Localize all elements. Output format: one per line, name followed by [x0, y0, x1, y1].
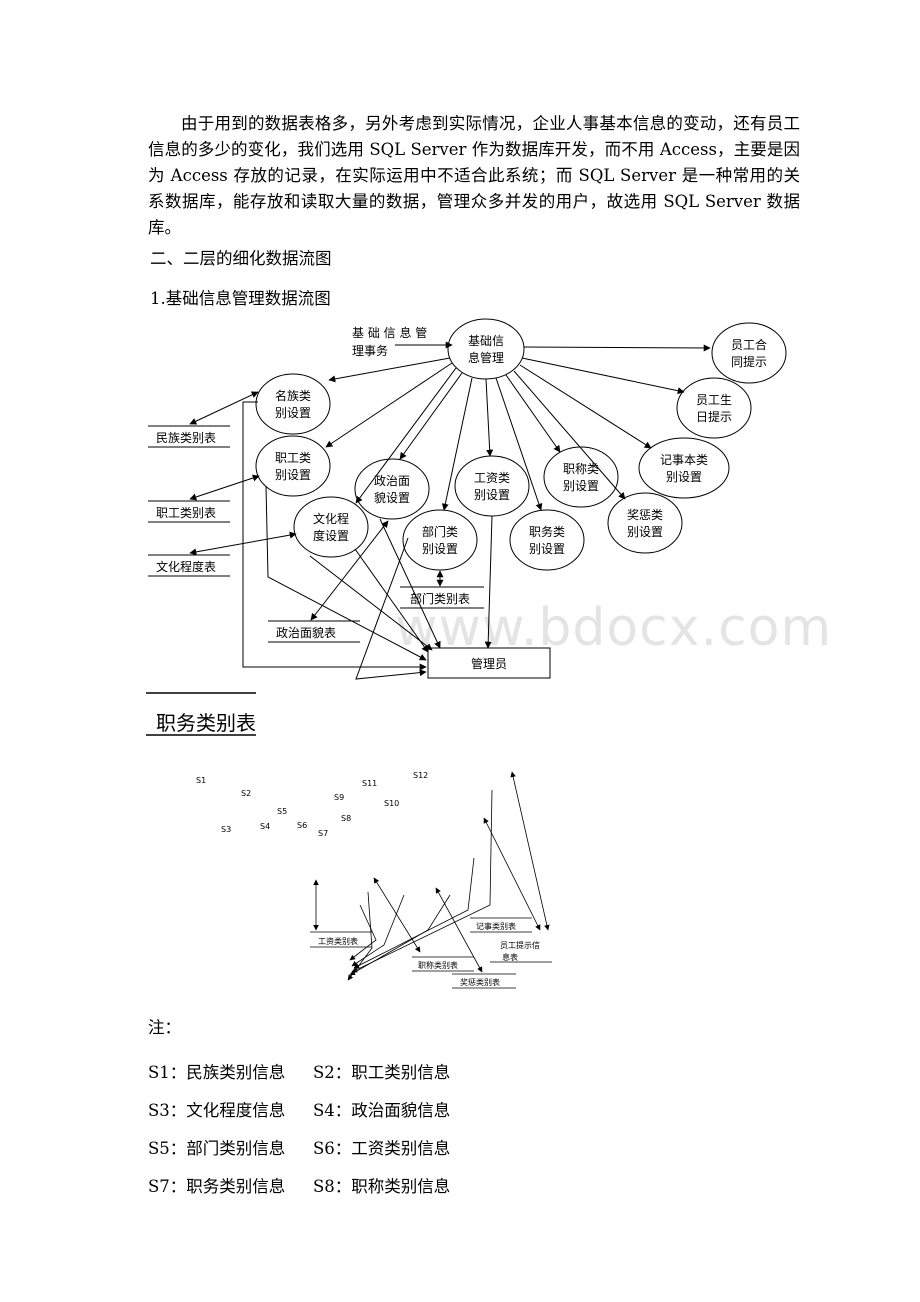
- center-process: [447, 318, 525, 380]
- node-label: 别设置: [529, 542, 565, 556]
- node-label: 政治面: [374, 474, 410, 488]
- center-label-2: 息管理: [468, 350, 504, 365]
- node-label: 别设置: [627, 525, 663, 539]
- notes-section: 注： S1：民族类别信息 S2：职工类别信息 S3：文化程度信息 S4：政治面貌…: [148, 1014, 478, 1204]
- note-item: S7：职务类别信息: [148, 1177, 286, 1196]
- store-label-lower: 员工提示信: [500, 940, 540, 950]
- node-label: 别设置: [666, 470, 702, 484]
- admin-label: 管理员: [471, 656, 507, 671]
- notes-row: S3：文化程度信息 S4：政治面貌信息: [148, 1090, 478, 1128]
- node-label: 别设置: [275, 468, 311, 482]
- flow-label: S3: [221, 825, 231, 834]
- node-label: 文化程: [313, 511, 349, 526]
- node-label: 同提示: [731, 354, 767, 369]
- node-birthday-tip: [676, 377, 752, 439]
- node-label: 记事本类: [660, 453, 708, 467]
- store-label: 文化程度表: [156, 559, 216, 574]
- note-item: S1：民族类别信息: [148, 1063, 286, 1082]
- flow-label: S7: [318, 829, 328, 838]
- note-item: S3：文化程度信息: [148, 1101, 286, 1120]
- store-label: 部门类别表: [410, 591, 470, 606]
- flow-label: S1: [196, 776, 206, 785]
- node-education-setting: [293, 496, 369, 558]
- diagram-basic-info: [148, 318, 787, 680]
- node-label: 别设置: [422, 542, 458, 556]
- intro-paragraph: 由于用到的数据表格多，另外考虑到实际情况，企业人事基本信息的变动，还有员工信息的…: [148, 114, 800, 237]
- notes-row: S5：部门类别信息 S6：工资类别信息: [148, 1128, 478, 1166]
- store-label: 民族类别表: [156, 431, 216, 445]
- node-label: 奖惩类: [627, 508, 663, 522]
- node-label: 员工生: [696, 393, 732, 407]
- flow-label: S6: [297, 821, 307, 830]
- subsection-heading: 1.基础信息管理数据流图: [150, 289, 331, 308]
- store-label-lower: 息表: [502, 952, 518, 962]
- source-label-line2: 理事务: [352, 343, 388, 358]
- node-label: 貌设置: [374, 490, 410, 505]
- store-label-lower: 记事类别表: [476, 921, 516, 931]
- diagram-flow-labels: S1 S2 S3 S4 S5 S6 S7 S8 S9 S10 S11 S12: [196, 771, 428, 838]
- store-label: 政治面貌表: [276, 625, 336, 640]
- node-position-setting: [509, 509, 585, 571]
- node-dept-setting: [402, 509, 478, 571]
- node-contract-tip: [711, 322, 787, 384]
- note-item: S4：政治面貌信息: [313, 1101, 451, 1120]
- notes-label: 注：: [148, 1018, 181, 1037]
- note-item: S5：部门类别信息: [148, 1139, 286, 1158]
- node-label: 日提示: [696, 409, 732, 424]
- node-label: 职工类: [275, 451, 311, 465]
- note-item: S6：工资类别信息: [313, 1139, 451, 1158]
- node-staff-type-setting: [255, 435, 331, 497]
- node-label: 名族类: [275, 388, 311, 403]
- flow-label: S9: [334, 793, 344, 802]
- note-item: S8：职称类别信息: [313, 1177, 451, 1196]
- node-ethnic-setting: [255, 373, 331, 435]
- node-political-setting: [354, 458, 430, 520]
- notes-row: S7：职务类别信息 S8：职称类别信息: [148, 1166, 478, 1204]
- node-label: 度设置: [313, 528, 349, 543]
- notes-row: S1：民族类别信息 S2：职工类别信息: [148, 1052, 478, 1090]
- node-title-setting: [543, 446, 619, 508]
- store-label-lower: 奖惩类别表: [460, 977, 500, 987]
- section-heading: 二、二层的细化数据流图: [150, 249, 332, 268]
- node-label: 部门类: [422, 524, 458, 539]
- node-label: 职务类: [529, 524, 565, 539]
- store-label-lower: 工资类别表: [318, 936, 358, 946]
- diagram-stores-lower: [310, 771, 552, 989]
- flow-label: S2: [241, 789, 251, 798]
- flow-label: S4: [260, 822, 270, 831]
- flow-label: S5: [277, 807, 287, 816]
- node-label: 职称类: [563, 462, 599, 476]
- note-item: S2：职工类别信息: [313, 1063, 451, 1082]
- node-salary-setting: [454, 455, 530, 517]
- node-label: 员工合: [731, 337, 767, 352]
- store-label: 职工类别表: [156, 506, 216, 520]
- node-label: 别设置: [474, 488, 510, 502]
- store-label-lower: 职称类别表: [418, 960, 458, 970]
- flow-label: S12: [413, 771, 428, 780]
- node-label: 别设置: [563, 479, 599, 493]
- node-label: 别设置: [275, 406, 311, 420]
- source-label-line1: 基 础 信 息 管: [352, 325, 427, 340]
- flow-label: S10: [384, 799, 399, 808]
- node-label: 工资类: [474, 471, 510, 485]
- section-big-title: 职务类别表: [156, 711, 256, 735]
- node-reward-setting: [607, 492, 683, 554]
- flow-label: S11: [362, 779, 377, 788]
- flow-label: S8: [341, 814, 351, 823]
- center-label-1: 基础信: [468, 334, 504, 348]
- node-notebook-setting: [638, 437, 730, 499]
